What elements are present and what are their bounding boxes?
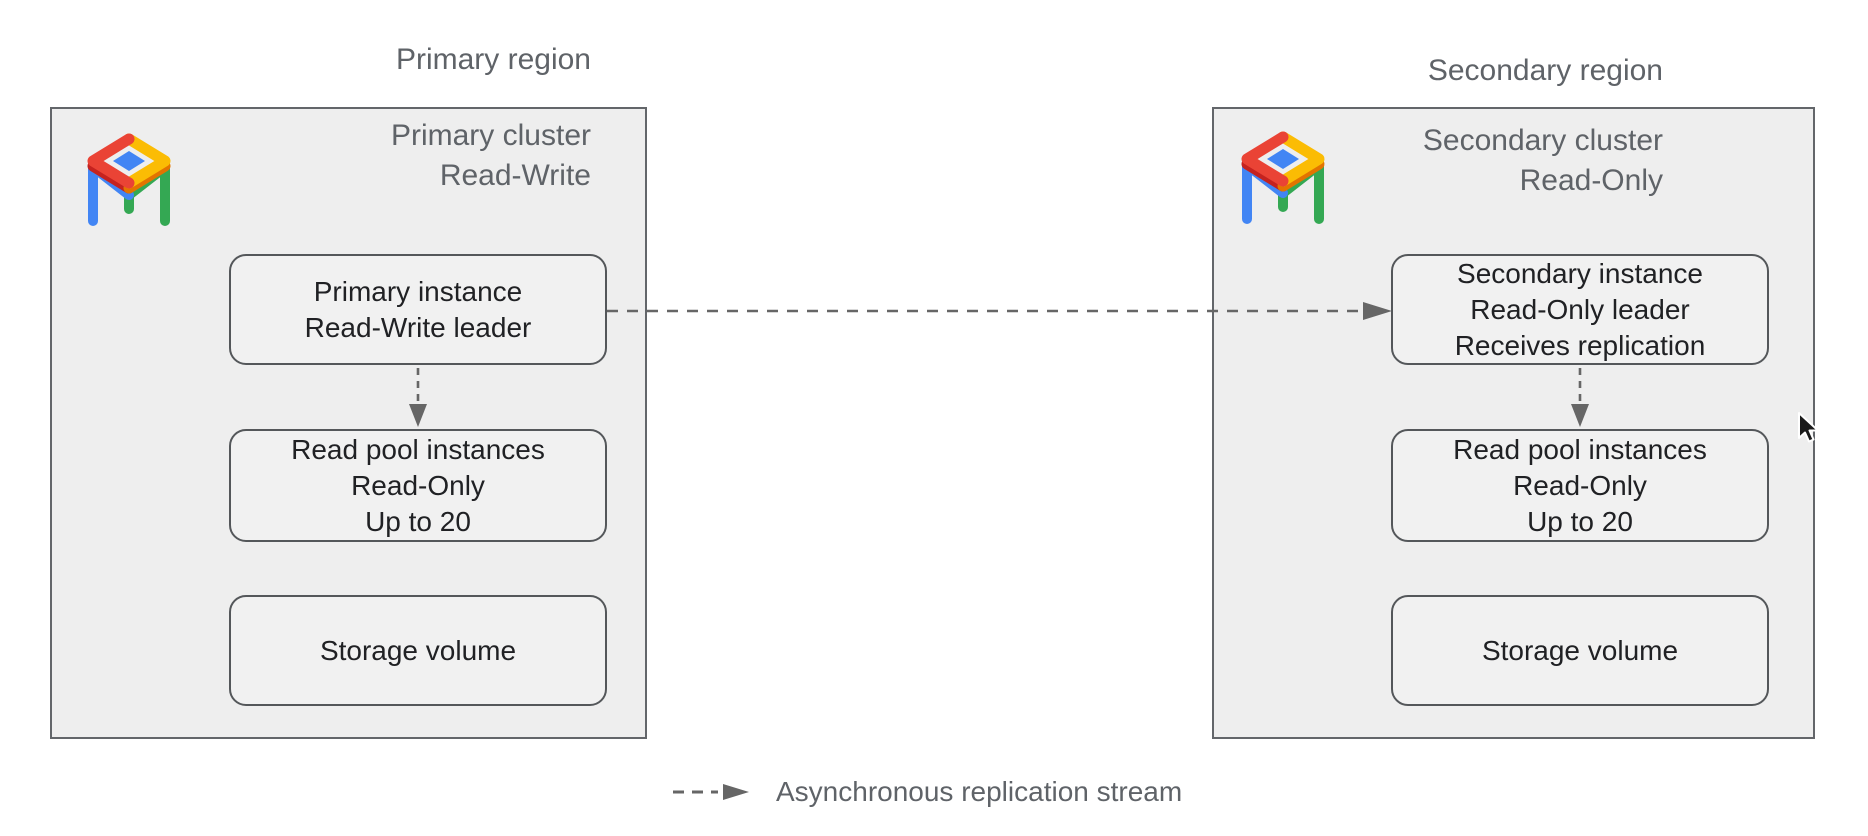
secondary-read-pool-node: Read pool instances Read-Only Up to 20 <box>1391 429 1769 542</box>
secondary-instance-line1: Secondary instance <box>1457 257 1703 289</box>
primary-instance-line2: Read-Write leader <box>304 311 532 343</box>
primary-cluster-title: Primary cluster Read-Write <box>391 116 591 196</box>
read-pool-line1: Read pool instances <box>291 433 545 465</box>
secondary-cluster-title-line1: Secondary cluster <box>1422 124 1663 157</box>
read-pool-line1: Read pool instances <box>1453 433 1707 465</box>
primary-instance-line1: Primary instance <box>313 275 523 307</box>
alloydb-icon <box>1230 127 1336 231</box>
secondary-instance-node: Secondary instance Read-Only leader Rece… <box>1391 254 1769 365</box>
legend-label: Asynchronous replication stream <box>776 776 1183 807</box>
read-pool-line2: Read-Only <box>351 469 485 501</box>
secondary-cluster-title: Secondary cluster Read-Only <box>1423 121 1663 201</box>
secondary-storage-volume-node: Storage volume <box>1391 595 1769 706</box>
secondary-cluster-box: Secondary cluster Read-Only Secondary in… <box>1212 107 1815 739</box>
primary-read-pool-node: Read pool instances Read-Only Up to 20 <box>229 429 607 542</box>
secondary-instance-line2: Read-Only leader <box>1470 293 1690 325</box>
read-pool-line3: Up to 20 <box>1527 505 1633 537</box>
primary-storage-volume-node: Storage volume <box>229 595 607 706</box>
read-pool-line3: Up to 20 <box>365 505 471 537</box>
mouse-cursor-icon <box>1798 412 1819 443</box>
primary-region-label: Primary region <box>395 43 591 76</box>
storage-volume-label: Storage volume <box>1481 634 1679 666</box>
primary-cluster-title-line1: Primary cluster <box>390 119 591 152</box>
secondary-cluster-title-line2: Read-Only <box>1519 164 1663 197</box>
storage-volume-label: Storage volume <box>319 634 517 666</box>
primary-instance-node: Primary instance Read-Write leader <box>229 254 607 365</box>
read-pool-line2: Read-Only <box>1513 469 1647 501</box>
primary-cluster-box: Primary cluster Read-Write Primary insta… <box>50 107 647 739</box>
primary-cluster-title-line2: Read-Write <box>439 159 591 192</box>
secondary-region-label: Secondary region <box>1427 54 1663 87</box>
dashed-arrow-legend-icon <box>673 784 749 800</box>
secondary-instance-line3: Receives replication <box>1454 329 1706 361</box>
legend: Asynchronous replication stream <box>672 776 1182 808</box>
alloydb-icon <box>76 129 182 233</box>
